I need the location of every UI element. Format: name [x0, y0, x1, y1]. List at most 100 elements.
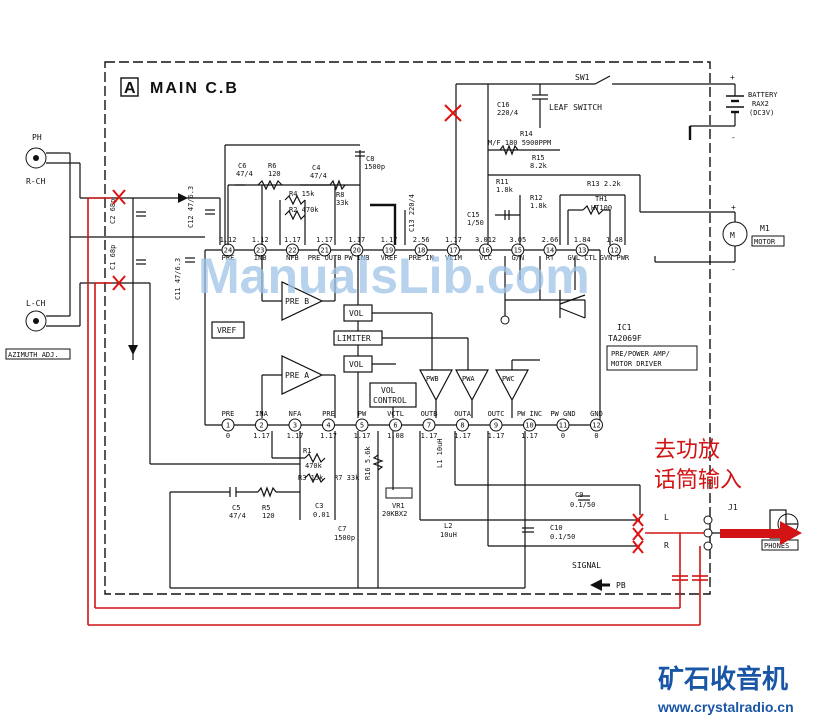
top-pin-name: VCC — [479, 254, 492, 262]
c6-value: 47/4 — [236, 170, 253, 178]
vref-box — [211, 321, 245, 339]
ic-function-2: MOTOR DRIVER — [611, 360, 662, 368]
top-pin-voltage: 1.17 — [316, 236, 333, 244]
bottom-pin-number: 5 — [360, 422, 364, 430]
l2-label: L2 — [444, 522, 452, 530]
r16-label: R16 5.6k — [364, 445, 372, 480]
battery-symbol — [688, 84, 744, 140]
signal-label: SIGNAL — [572, 561, 601, 570]
c15-label: C15 — [467, 211, 480, 219]
top-pin-number: 18 — [417, 247, 425, 255]
top-pin-voltage: 1.12 — [252, 236, 269, 244]
head-label: PH — [32, 133, 42, 142]
vr1-value: 20KBX2 — [382, 510, 407, 518]
c3-label: C3 — [315, 502, 323, 510]
r14-label: R14 — [520, 130, 533, 138]
top-pin-voltage: 1.17 — [445, 236, 462, 244]
l-channel-head — [25, 310, 60, 332]
bottom-pin-name: PW — [358, 410, 367, 418]
vol-control-label-1: VOL — [381, 386, 396, 395]
bottom-pin-name: OUTA — [454, 410, 472, 418]
c15-value: 1/50 — [467, 219, 484, 227]
l1-label: L1 10uH — [436, 438, 444, 468]
jack-r: R — [664, 541, 669, 550]
top-pin-name: GVN PWR — [600, 254, 630, 262]
preamp-a-label: PRE A — [285, 371, 309, 380]
vol-control-label-2: CONTROL — [373, 396, 407, 405]
r6-label: R6 — [268, 162, 276, 170]
cap-c2 — [136, 211, 146, 217]
battery-type: RAX2 — [752, 100, 769, 108]
c7-label: C7 — [338, 525, 346, 533]
switch-desc: LEAF SWITCH — [549, 103, 602, 112]
top-pin-name: VREF — [381, 254, 398, 262]
bottom-pin-voltage: 0 — [561, 432, 565, 440]
ic-function-1: PRE/POWER AMP/ — [611, 350, 670, 358]
top-pin-number: 15 — [514, 247, 522, 255]
bottom-pin-11 — [556, 418, 570, 432]
r12-label: R12 — [530, 194, 543, 202]
bottom-pin-6 — [389, 418, 402, 432]
bottom-pin-number: 12 — [592, 422, 600, 430]
bottom-pin-2 — [255, 418, 268, 432]
top-pin-23 — [253, 243, 267, 257]
c11-label: C11 47/6.3 — [174, 258, 182, 300]
bottom-pin-voltage: 1.17 — [320, 432, 337, 440]
c5-label: C5 — [232, 504, 240, 512]
svg-text:M: M — [730, 231, 735, 240]
top-pin-number: 24 — [224, 247, 232, 255]
r5-label: R5 — [262, 504, 270, 512]
battery-minus: - — [731, 133, 736, 142]
red-input-arrow — [720, 521, 802, 545]
bottom-pin-9 — [489, 418, 503, 432]
th1-value: HT100 — [591, 204, 612, 212]
board-letter-box — [120, 77, 139, 97]
c8-value: 1500p — [364, 163, 385, 171]
r11-value: 1.8k — [496, 186, 514, 194]
head-wiring — [60, 152, 300, 465]
bottom-pin-name: PW GND — [550, 410, 575, 418]
bottom-pin-voltage: 0 — [226, 432, 230, 440]
bottom-pin-number: 9 — [494, 422, 498, 430]
r11-label: R11 — [496, 178, 509, 186]
top-pin-voltage: 3.012 — [475, 236, 496, 244]
bottom-pin-3 — [288, 418, 302, 432]
power-amp-c-label: PWC — [502, 375, 515, 383]
top-pin-name: PRE IN — [409, 254, 434, 262]
bottom-pin-4 — [322, 418, 335, 432]
battery-plus: + — [730, 73, 735, 82]
main-board-outline — [104, 61, 711, 595]
ic-function-box — [606, 345, 698, 371]
motor-minus: - — [731, 265, 736, 274]
motor-desc: MOTOR — [754, 238, 776, 246]
top-pin-name: PRE — [222, 254, 235, 262]
r12-value: 1.8k — [530, 202, 548, 210]
bottom-pin-12 — [590, 418, 603, 432]
top-pin-number: 13 — [578, 247, 586, 255]
top-pin-number: 21 — [320, 247, 328, 255]
c9-label: C9 — [575, 491, 583, 499]
top-pin-name: VLIM — [445, 254, 462, 262]
power-amp-a-label: PWA — [462, 375, 475, 383]
top-pin-number: 16 — [481, 247, 489, 255]
switch-name: SW1 — [575, 73, 590, 82]
motor-desc-box — [751, 235, 785, 247]
c6-label: C6 — [238, 162, 246, 170]
bottom-pin-number: 8 — [460, 422, 464, 430]
power-amp-b-triangle — [419, 369, 453, 402]
top-pin-number: 17 — [449, 247, 457, 255]
bottom-pin-number: 3 — [293, 422, 297, 430]
r1-label: R1 — [303, 447, 311, 455]
bottom-pin-voltage: 0 — [594, 432, 598, 440]
red-mod-wiring — [87, 197, 708, 626]
bottom-pin-number: 11 — [559, 422, 567, 430]
jack-l: L — [664, 513, 669, 522]
watermark: ManualsLib.com — [198, 248, 590, 304]
c13-label: C13 220/4 — [408, 194, 416, 232]
c5-value: 47/4 — [229, 512, 246, 520]
limiter-label: LIMITER — [337, 334, 371, 343]
top-pin-number: 19 — [385, 247, 393, 255]
top-pin-voltage: 1.17 — [284, 236, 301, 244]
top-pin-number: 20 — [353, 247, 361, 255]
